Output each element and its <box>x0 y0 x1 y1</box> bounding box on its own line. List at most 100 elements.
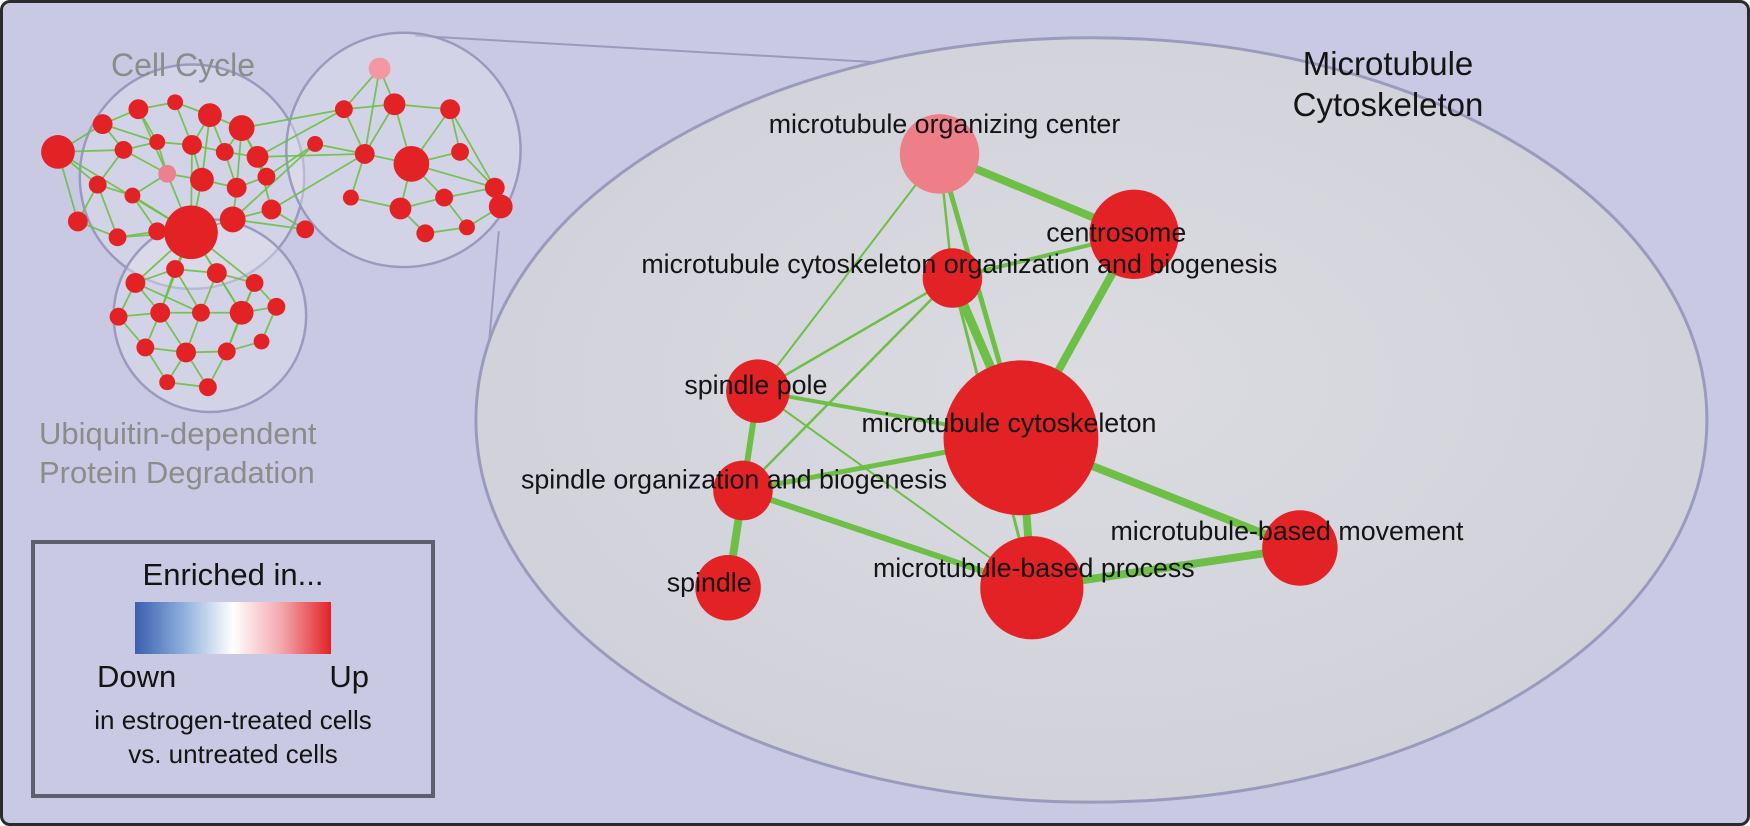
overview-node-40 <box>166 260 185 278</box>
cluster-label-ubiquitin: Ubiquitin-dependent Protein Degradation <box>39 415 317 493</box>
detail-node-mco <box>922 248 983 308</box>
detail-node-label-moc: microtubule organizing center <box>769 109 1121 139</box>
detail-edge-mco-spole <box>756 276 954 393</box>
overview-node-11 <box>88 175 107 194</box>
legend-caption-line1: in estrogen-treated cells <box>94 705 372 735</box>
overview-edge <box>257 108 345 158</box>
legend-box: Enriched in... Down Up in estrogen-treat… <box>31 540 435 798</box>
cluster-label-ubiquitin-line2: Protein Degradation <box>39 454 315 490</box>
detail-node-sorg <box>713 460 773 521</box>
overview-node-10 <box>246 145 269 168</box>
overview-node-42 <box>245 274 264 292</box>
cluster-label-microtubule: Microtubule Cytoskeleton <box>1248 43 1528 126</box>
overview-node-21 <box>261 199 282 220</box>
cluster-label-microtubule-line1: Microtubule <box>1302 45 1474 82</box>
overview-edge <box>232 143 316 221</box>
overview-node-7 <box>149 134 166 150</box>
overview-node-38 <box>488 194 513 219</box>
overview-node-34 <box>435 188 454 207</box>
overview-node-31 <box>451 142 469 161</box>
overview-node-23 <box>257 167 276 186</box>
overview-node-3 <box>167 94 184 111</box>
network-svg: microtubule organizing centercentrosomem… <box>41 31 1709 804</box>
overview-node-37 <box>459 219 475 236</box>
overview-edge <box>135 282 202 314</box>
overview-node-33 <box>389 197 412 220</box>
overview-node-6 <box>114 140 133 159</box>
overview-node-30 <box>393 145 430 182</box>
overview-node-47 <box>267 297 286 316</box>
overview-node-32 <box>342 189 359 206</box>
legend-caption: in estrogen-treated cells vs. untreated … <box>35 704 431 772</box>
overview-node-24 <box>368 57 391 80</box>
overview-edge <box>270 153 366 211</box>
overview-node-48 <box>136 338 155 357</box>
legend-caption-line2: vs. untreated cells <box>128 738 338 769</box>
overview-node-36 <box>416 224 435 243</box>
overview-node-29 <box>354 143 375 164</box>
overview-node-22 <box>296 220 315 239</box>
detail-node-mmov <box>1262 510 1338 586</box>
detail-node-label-mproc: microtubule-based process <box>873 553 1195 583</box>
overview-edge <box>449 108 496 189</box>
detail-node-label-mco: microtubule cytoskeleton organization an… <box>641 249 1277 279</box>
overview-node-50 <box>217 342 236 361</box>
detail-node-mproc <box>980 536 1084 640</box>
overview-edge <box>96 184 119 238</box>
legend-up-label: Up <box>329 659 369 694</box>
overview-node-41 <box>206 263 227 283</box>
detail-node-spindle <box>695 554 761 621</box>
legend-gradient-bar <box>135 602 331 654</box>
overview-node-20 <box>219 206 246 233</box>
detail-node-label-sorg: spindle organization and biogenesis <box>521 464 947 494</box>
overview-node-39 <box>125 273 146 293</box>
overview-node-16 <box>67 211 88 232</box>
overview-node-44 <box>150 302 171 323</box>
detail-node-label-mcyto: microtubule cytoskeleton <box>862 408 1157 438</box>
detail-node-moc <box>899 114 980 194</box>
overview-node-15 <box>226 177 247 198</box>
overview-node-0 <box>41 135 75 169</box>
detail-node-label-spole: spindle pole <box>684 370 827 400</box>
detail-node-label-centrosome: centrosome <box>1046 217 1186 247</box>
overview-node-25 <box>334 100 353 119</box>
overview-node-45 <box>191 303 210 322</box>
zoom-guide-line <box>415 34 935 67</box>
cluster-label-ubiquitin-line1: Ubiquitin-dependent <box>39 416 317 451</box>
detail-node-spole <box>726 359 790 423</box>
overview-node-52 <box>159 374 176 391</box>
detail-node-label-mmov: microtubule-based movement <box>1110 516 1464 546</box>
overview-node-49 <box>176 342 196 363</box>
overview-node-8 <box>182 135 202 155</box>
detail-node-centrosome <box>1089 189 1179 279</box>
overview-edge <box>265 143 316 178</box>
legend-title: Enriched in... <box>142 557 324 592</box>
legend-down-label: Down <box>97 659 177 694</box>
cluster-label-cell-cycle: Cell Cycle <box>111 47 256 83</box>
overview-node-12 <box>124 187 141 204</box>
overview-node-27 <box>440 99 461 120</box>
overview-node-26 <box>383 93 406 116</box>
overview-node-9 <box>215 142 234 161</box>
overview-node-53 <box>198 378 217 397</box>
overview-node-43 <box>109 307 128 326</box>
detail-edge-spole-mproc <box>756 390 1033 589</box>
cluster-label-microtubule-line2: Cytoskeleton <box>1292 86 1484 124</box>
overview-node-17 <box>108 228 127 247</box>
overview-node-2 <box>128 99 149 120</box>
overview-edge <box>363 68 381 155</box>
overview-node-35 <box>484 177 505 198</box>
overview-node-14 <box>190 167 214 192</box>
overview-node-13 <box>158 164 177 183</box>
overview-node-51 <box>253 333 270 350</box>
overview-edge <box>241 108 345 129</box>
detail-node-label-spindle: spindle <box>667 568 752 598</box>
detail-edge-moc-spole <box>756 152 941 393</box>
overview-edge <box>257 153 365 158</box>
overview-node-46 <box>229 300 254 325</box>
overview-node-5 <box>228 115 255 141</box>
overview-node-1 <box>92 114 113 135</box>
overview-node-18 <box>148 222 167 241</box>
overview-node-19 <box>164 205 218 260</box>
